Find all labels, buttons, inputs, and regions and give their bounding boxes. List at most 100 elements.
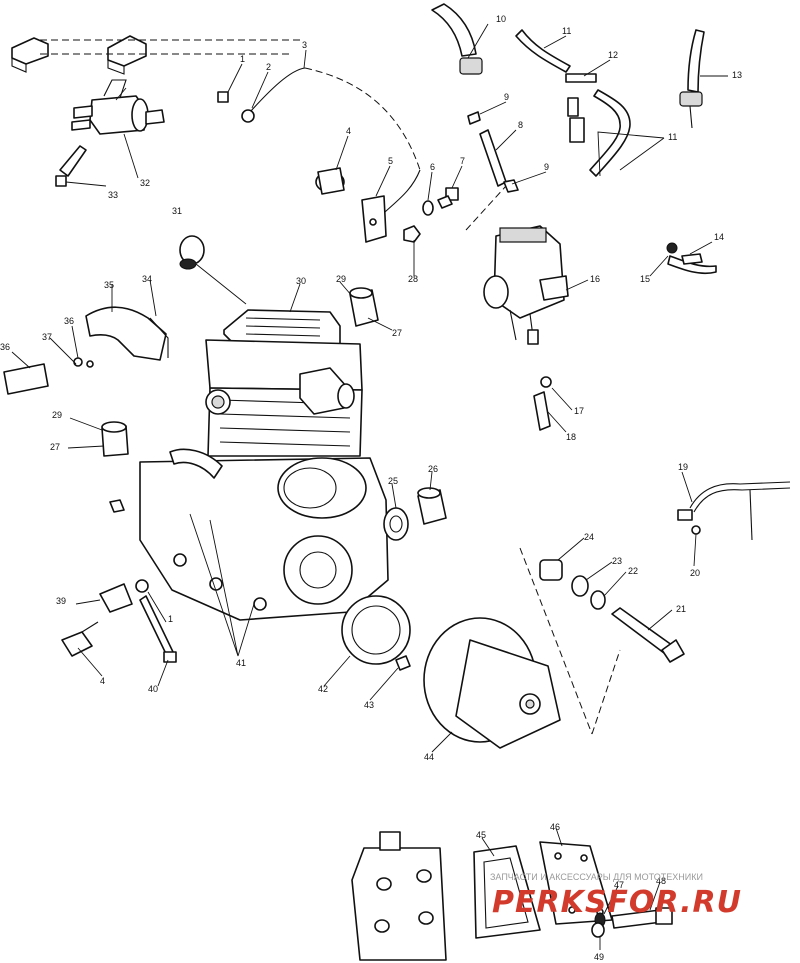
screw-9-mid — [503, 179, 519, 193]
callout-11-right: 11 — [668, 132, 677, 142]
boot-29-left — [101, 421, 129, 457]
callout-40: 40 — [148, 684, 158, 694]
screw-36-37 — [73, 357, 94, 368]
nozzle-17 — [540, 376, 552, 388]
watermark-logo: PERKSFOR.RU — [492, 885, 742, 920]
boot-29-top — [349, 287, 379, 327]
fuel-filter — [315, 167, 345, 195]
callout-6: 6 — [430, 162, 435, 172]
callout-47: 47 — [614, 880, 624, 890]
callout-37: 37 — [42, 332, 52, 342]
head-inset — [351, 831, 447, 961]
washer-23 — [571, 575, 589, 597]
callout-8: 8 — [518, 120, 523, 130]
washer-49 — [591, 922, 605, 938]
callout-17: 17 — [574, 406, 584, 416]
callout-43: 43 — [364, 700, 374, 710]
pin-8 — [479, 129, 507, 187]
bolt-7 — [437, 187, 459, 209]
callout-21: 21 — [676, 604, 686, 614]
decal — [3, 363, 49, 395]
leader-lines — [11, 23, 728, 915]
gasket-42 — [341, 595, 411, 665]
mount-bracket-right — [107, 35, 147, 75]
callout-30: 30 — [296, 276, 306, 286]
callout-15: 15 — [640, 274, 650, 284]
washer-6 — [422, 200, 434, 216]
callout-41: 41 — [236, 658, 246, 668]
callout-1: 1 — [240, 54, 245, 64]
fuel-pump — [71, 79, 165, 135]
bolt-21 — [611, 607, 685, 663]
cable-11 — [515, 29, 571, 73]
bracket-39 — [99, 579, 149, 613]
engine-block — [139, 309, 389, 621]
callout-18: 18 — [566, 432, 576, 442]
callout-9-mid: 9 — [544, 162, 549, 172]
hose-13 — [679, 29, 705, 129]
callout-1-lower: 1 — [168, 614, 173, 624]
callout-14: 14 — [714, 232, 724, 242]
throttle-lever-14-15 — [666, 242, 717, 275]
bolt-48 — [611, 907, 673, 929]
callout-3: 3 — [302, 40, 307, 50]
callout-36-upper: 36 — [64, 316, 74, 326]
callout-10: 10 — [496, 14, 506, 24]
callout-9-top: 9 — [504, 92, 509, 102]
drain-tube-18 — [533, 391, 551, 431]
callout-19: 19 — [678, 462, 688, 472]
callout-42: 42 — [318, 684, 328, 694]
watermark: ЗАПЧАСТИ И АКСЕССУАРЫ ДЛЯ МОТОТЕХНИКИ PE… — [490, 872, 742, 920]
callout-12: 12 — [608, 50, 618, 60]
screw-9-top — [467, 111, 481, 125]
pump-screw — [55, 145, 87, 187]
bolt-40 — [139, 595, 177, 663]
callout-28: 28 — [408, 274, 418, 284]
callout-48: 48 — [656, 876, 666, 886]
fitting-12 — [565, 73, 597, 143]
carburetor — [483, 225, 569, 345]
bracket-5 — [361, 195, 387, 243]
callout-25: 25 — [388, 476, 398, 486]
washer-22 — [590, 590, 606, 610]
callout-7: 7 — [460, 156, 465, 166]
callout-16: 16 — [590, 274, 600, 284]
callout-39: 39 — [56, 596, 66, 606]
callout-29-top: 29 — [336, 274, 346, 284]
callout-32: 32 — [140, 178, 150, 188]
fuel-line-clamp — [217, 91, 255, 123]
sensor-4 — [61, 621, 99, 657]
callout-22: 22 — [628, 566, 638, 576]
callout-27-right: 27 — [392, 328, 402, 338]
screw-43 — [395, 655, 411, 671]
nut-28 — [403, 225, 421, 243]
callout-20: 20 — [690, 568, 700, 578]
callout-2: 2 — [266, 62, 271, 72]
gasket-45 — [473, 845, 541, 939]
elbow-34-35 — [85, 306, 169, 361]
callout-11-top: 11 — [562, 26, 571, 36]
callout-35: 35 — [104, 280, 114, 290]
callout-4-lower: 4 — [100, 676, 105, 686]
callout-23: 23 — [612, 556, 622, 566]
clamp-31 — [179, 235, 205, 270]
drive-clutch — [423, 617, 561, 749]
callout-13: 13 — [732, 70, 742, 80]
callout-36-decal: 36 — [0, 342, 10, 352]
callout-34: 34 — [142, 274, 152, 284]
callout-27-left: 27 — [50, 442, 60, 452]
spacer-24 — [539, 559, 563, 581]
oil-line-19 — [677, 481, 791, 541]
callout-24: 24 — [584, 532, 594, 542]
hose-10 — [431, 3, 483, 75]
watermark-tagline: ЗАПЧАСТИ И АКСЕССУАРЫ ДЛЯ МОТОТЕХНИКИ — [490, 872, 703, 882]
callout-5: 5 — [388, 156, 393, 166]
callout-29-left: 29 — [52, 410, 62, 420]
callout-45: 45 — [476, 830, 486, 840]
callout-44: 44 — [424, 752, 434, 762]
callout-49: 49 — [594, 952, 604, 962]
callout-4: 4 — [346, 126, 351, 136]
callout-labels: 1 2 3 4 5 6 7 8 9 9 10 11 11 12 13 14 15… — [0, 14, 742, 962]
starter-gear-26 — [417, 487, 447, 525]
